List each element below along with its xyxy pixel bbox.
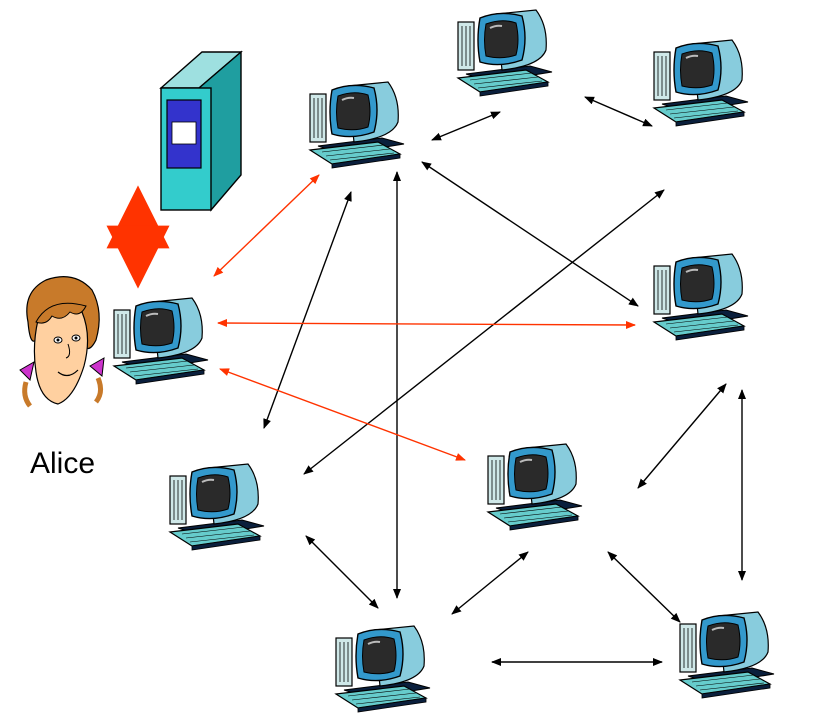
- link-p1-p2: [431, 111, 501, 141]
- link-alice-p8: [219, 368, 466, 461]
- link-p2-p3: [584, 96, 653, 127]
- server-icon: [159, 50, 243, 212]
- computer-icon: [169, 463, 265, 551]
- link-alice-p1: [213, 174, 320, 277]
- computer-icon: [653, 253, 749, 341]
- computer-icon: [653, 39, 749, 127]
- alice-links: [213, 174, 636, 461]
- link-alice-p4: [217, 319, 636, 329]
- link-p1-p6: [263, 191, 352, 429]
- link-p6-p7: [305, 535, 379, 609]
- alice-label: Alice: [30, 447, 95, 480]
- computer-icon: [487, 443, 583, 531]
- link-p3-p6: [303, 189, 665, 475]
- computer-icon: [335, 625, 431, 713]
- alice-avatar-icon: [19, 276, 105, 408]
- link-p1-p4: [421, 161, 639, 307]
- link-p8-p9: [607, 551, 681, 623]
- computer-icon: [679, 611, 775, 699]
- computer-icon: [309, 81, 405, 169]
- link-p5-p8: [637, 383, 727, 489]
- computer-icon: [113, 297, 209, 385]
- peer-links: [263, 96, 746, 666]
- link-p7-p8: [451, 551, 529, 615]
- computer-icon: [457, 9, 553, 97]
